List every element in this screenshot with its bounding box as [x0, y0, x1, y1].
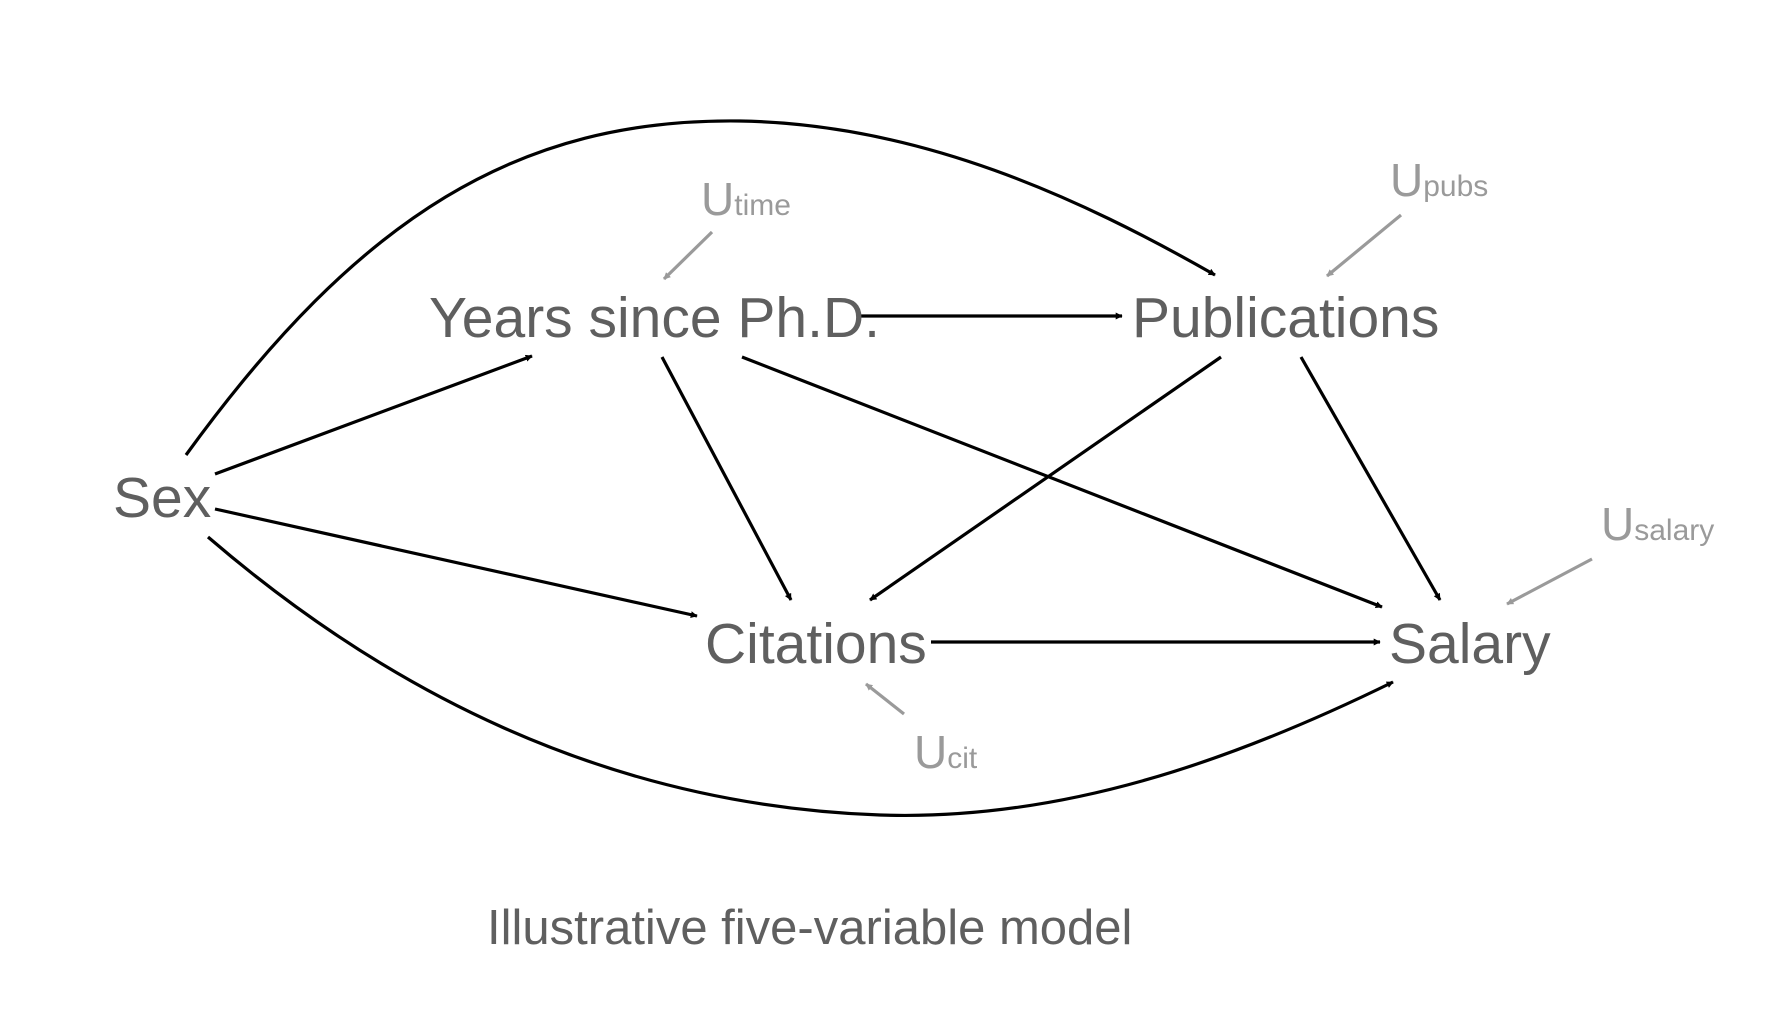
noise-u-time: Utime: [701, 173, 791, 225]
noise-u-pubs: Upubs: [1390, 154, 1488, 206]
node-years-since-phd: Years since Ph.D.: [429, 286, 880, 350]
noise-edge-cit: [865, 682, 905, 716]
noise-u-cit: Ucit: [914, 726, 978, 778]
edge-sex-to-salary: [206, 535, 1394, 818]
noise-edge-pubs: [1325, 213, 1403, 278]
edge-sex-to-citations: [214, 507, 698, 619]
noise-edge-salary: [1506, 557, 1593, 606]
edge-publications-to-salary: [1299, 356, 1442, 601]
edge-years-to-citations: [660, 356, 793, 601]
noise-edge-time: [662, 230, 714, 281]
noise-edges: [662, 213, 1593, 716]
edge-sex-to-publications: [184, 119, 1216, 456]
diagram-caption: Illustrative five-variable model: [487, 901, 1132, 955]
node-citations: Citations: [705, 612, 927, 676]
edge-sex-to-years: [214, 354, 533, 476]
node-publications: Publications: [1132, 286, 1439, 350]
edge-publications-to-citations: [869, 355, 1222, 602]
nodes: Sex Years since Ph.D. Publications Citat…: [113, 286, 1551, 676]
edge-years-to-salary: [741, 355, 1383, 609]
edges: [184, 119, 1442, 818]
node-sex: Sex: [113, 466, 211, 530]
node-salary: Salary: [1389, 612, 1551, 676]
noise-terms: Utime Upubs Usalary Ucit: [701, 154, 1714, 778]
noise-u-salary: Usalary: [1601, 498, 1714, 550]
